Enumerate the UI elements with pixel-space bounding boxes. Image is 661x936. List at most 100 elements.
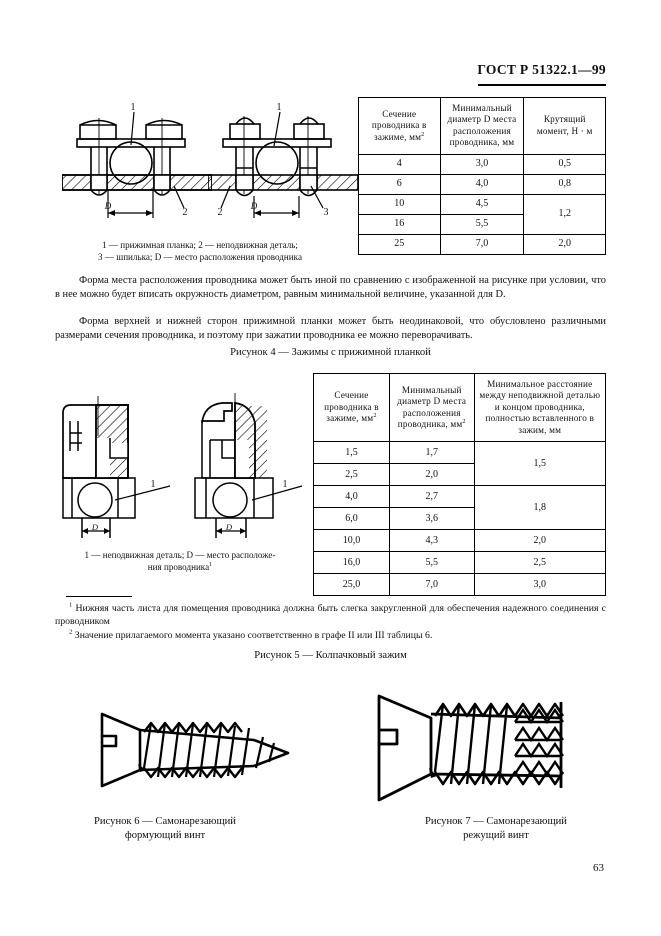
- cell-section: 10,0: [313, 529, 390, 553]
- cell-diameter: 1,7: [388, 441, 475, 465]
- table-torque-values: Сечение проводника в зажиме, мм2 Минимал…: [358, 97, 606, 255]
- figure5-legend-sup: 1: [209, 560, 213, 568]
- cell-diameter: 7,0: [388, 573, 475, 597]
- figure5-right-dimension-D: D: [225, 522, 233, 532]
- figure4-paragraph-1: Форма места расположения проводника може…: [55, 275, 606, 300]
- table-row: 1,5 1,7 1,5: [313, 441, 607, 487]
- cell-diameter: 3,6: [388, 507, 475, 531]
- footnote-1: 1 Нижняя часть листа для помещения прово…: [55, 602, 606, 628]
- footnote-2: 2 Значение прилагаемого момента указано …: [55, 629, 606, 642]
- footnote-1-marker: 1: [69, 601, 73, 609]
- figure4-right-callout-2: 2: [217, 207, 223, 218]
- figure4-drawing-left: [62, 111, 212, 218]
- table-row: 16 5,5: [358, 213, 606, 235]
- table1-header-torque: Крутящий момент, Н · м: [523, 97, 606, 155]
- cell-distance-merged: 1,5: [473, 441, 607, 487]
- table-row: 10,0 4,3 2,0: [313, 529, 607, 553]
- table2-header-diameter-sup: 2: [462, 417, 466, 425]
- cell-section: 25,0: [313, 573, 390, 597]
- figure7-caption-line1: Рисунок 7 — Самонарезающий: [425, 816, 567, 827]
- cell-torque: 2,0: [523, 233, 606, 255]
- cell-diameter: 4,0: [439, 173, 525, 195]
- table1-header-section-sup: 2: [421, 130, 425, 138]
- figure4-left-callout-1: 1: [130, 102, 136, 113]
- cell-diameter: 2,7: [388, 485, 475, 509]
- cell-section: 2,5: [313, 463, 390, 487]
- figure4-right-callout-1: 1: [276, 102, 282, 113]
- figure6-drawing-thread-forming-screw: [100, 712, 290, 788]
- table-row: 4,0 2,7 1,8: [313, 485, 607, 531]
- figure5-legend-line2: ния проводника1: [55, 561, 305, 573]
- cell-section: 1,5: [313, 441, 390, 465]
- cell-section: 6: [358, 173, 441, 195]
- figure6-caption-line2: формующий винт: [124, 830, 206, 841]
- figure4-legend-line1: 1 — прижимная планка; 2 — неподвижная де…: [102, 240, 298, 250]
- table-header-row: Сечение проводника в зажиме, мм2 Минимал…: [313, 372, 607, 443]
- figure4-legend-line2: 3 — шпилька; D — место расположения пров…: [98, 252, 302, 262]
- cell-section: 25: [358, 233, 441, 255]
- figure4-right-dimension-D: D: [250, 201, 258, 211]
- table-row: 10 4,5 1,2: [358, 193, 606, 235]
- table-row: 25 7,0 2,0: [358, 233, 606, 255]
- figure4-right-callout-3: 3: [323, 207, 329, 218]
- cell-diameter: 2,0: [388, 463, 475, 487]
- figure7-caption-line2: режущий винт: [463, 830, 529, 841]
- figure5-drawing-right: [194, 393, 303, 538]
- figure4-paragraph-2: Форма верхней и нижней сторон прижимной …: [55, 316, 606, 341]
- cell-section: 10: [358, 193, 441, 215]
- figure4-caption: Рисунок 4 — Зажимы с прижимной планкой: [230, 347, 431, 358]
- cell-torque: 0,5: [523, 153, 606, 175]
- cell-section: 16: [358, 213, 441, 235]
- table2-header-section-sup: 2: [373, 412, 377, 420]
- table-row: 4 3,0 0,5: [358, 153, 606, 175]
- figure4-left-dimension-D: D: [104, 201, 112, 211]
- cell-distance: 2,0: [473, 529, 607, 553]
- cell-torque: 0,8: [523, 173, 606, 195]
- figure4-drawing-right: [208, 111, 358, 218]
- cell-torque-merged: 1,2: [523, 193, 606, 235]
- standard-number: ГОСТ Р 51322.1—99: [477, 62, 606, 77]
- cell-section: 16,0: [313, 551, 390, 575]
- table1-header-section-text: Сечение проводника в зажиме, мм: [371, 108, 427, 142]
- header-rule: [478, 84, 606, 86]
- table-clamp-distances: Сечение проводника в зажиме, мм2 Минимал…: [313, 372, 607, 597]
- figure5-legend-line1: 1 — неподвижная деталь; D — место распол…: [84, 550, 276, 560]
- figure5-caption: Рисунок 5 — Колпачковый зажим: [254, 650, 407, 661]
- page-number: 63: [593, 862, 604, 874]
- footnote-separator-rule: [66, 596, 132, 597]
- table2-header-section-text: Сечение проводника в зажиме, мм: [324, 390, 379, 424]
- table-row: 6 4,0 0,8: [358, 173, 606, 195]
- figure7-drawing-thread-cutting-screw: [377, 694, 565, 802]
- cell-diameter: 3,0: [439, 153, 525, 175]
- table1-header-diameter: Минимальный диаметр D места расположения…: [439, 97, 525, 155]
- table2-header-diameter: Минимальный диаметр D места расположения…: [388, 372, 475, 443]
- table-header-row: Сечение проводника в зажиме, мм2 Минимал…: [358, 97, 606, 155]
- table2-header-section: Сечение проводника в зажиме, мм2: [313, 372, 390, 443]
- table-row: 16,0 5,5 2,5: [313, 551, 607, 575]
- cell-diameter: 5,5: [439, 213, 525, 235]
- footnote-2-marker: 2: [69, 628, 73, 636]
- table-row: 6,0 3,6: [313, 507, 606, 531]
- footnote-1-text: Нижняя часть листа для помещения проводн…: [55, 603, 607, 627]
- cell-diameter: 4,3: [388, 529, 475, 553]
- figure6-caption-line1: Рисунок 6 — Самонарезающий: [94, 816, 236, 827]
- figure5-legend-line2-text: ния проводника: [147, 562, 210, 572]
- figure5-right-callout-1: 1: [282, 479, 288, 490]
- cell-distance: 3,0: [473, 573, 607, 597]
- cell-distance: 2,5: [473, 551, 607, 575]
- cell-distance-merged: 1,8: [473, 485, 607, 531]
- table1-header-section: Сечение проводника в зажиме, мм2: [358, 97, 441, 155]
- cell-section: 6,0: [313, 507, 390, 531]
- cell-section: 4,0: [313, 485, 390, 509]
- cell-section: 4: [358, 153, 441, 175]
- figure5-left-dimension-D: D: [91, 522, 99, 532]
- table-row: 25,0 7,0 3,0: [313, 573, 607, 597]
- figure4-left-callout-2: 2: [182, 207, 188, 218]
- cell-diameter: 5,5: [388, 551, 475, 575]
- cell-diameter: 4,5: [439, 193, 525, 215]
- figure5-drawing-left: [62, 396, 171, 538]
- cell-diameter: 7,0: [439, 233, 525, 255]
- table2-header-distance: Минимальное расстояние между неподвижной…: [473, 372, 607, 443]
- footnote-2-text: Значение прилагаемого момента указано со…: [74, 630, 433, 641]
